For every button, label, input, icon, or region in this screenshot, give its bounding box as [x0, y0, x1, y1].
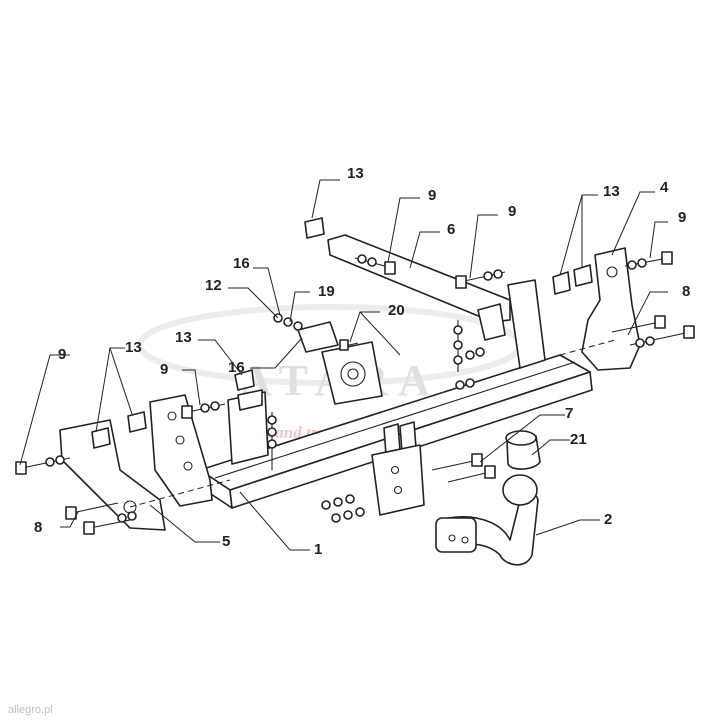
callout-9-left-inner: 9: [160, 361, 168, 378]
callout-16-upper: 16: [233, 255, 250, 272]
callout-13-right: 13: [603, 183, 620, 200]
callout-20: 20: [388, 302, 405, 319]
callout-13-center: 13: [175, 329, 192, 346]
callout-9-far-left: 9: [58, 346, 66, 363]
leader-lines: [19, 179, 668, 551]
callout-2: 2: [604, 511, 612, 528]
part-7-hook-holder: [371, 421, 425, 516]
callout-9-far-right: 9: [678, 209, 686, 226]
callout-8-right: 8: [682, 283, 690, 300]
callout-4: 4: [660, 179, 669, 196]
callout-8-left: 8: [34, 519, 42, 536]
callout-13-left: 13: [125, 339, 142, 356]
callout-5: 5: [222, 533, 230, 550]
callout-7: 7: [565, 405, 573, 422]
callout-19: 19: [318, 283, 335, 300]
callout-labels: 13 9 9 6 13 4 9 16 12 19 20 8 13 9 9 13 …: [34, 165, 690, 558]
callout-9-top: 9: [428, 187, 436, 204]
callout-16-lower: 16: [228, 359, 245, 376]
callout-12: 12: [205, 277, 222, 294]
callout-6: 6: [447, 221, 455, 238]
part-2-ball-neck: [435, 474, 539, 566]
callout-21: 21: [570, 431, 587, 448]
part-6-strap: [327, 234, 511, 341]
part-5-left-bracket: [59, 394, 213, 531]
callout-9-upper-right: 9: [508, 203, 516, 220]
part-4-right-bracket: [507, 247, 641, 371]
part-20-socket-plate: [297, 321, 383, 405]
callout-13-top: 13: [347, 165, 364, 182]
part-21-ball-cap: [505, 430, 541, 470]
left-mount-plate: [227, 389, 269, 465]
callout-1: 1: [314, 541, 322, 558]
footer-credit: allegro.pl: [8, 704, 53, 716]
part-13-clips: [91, 217, 593, 449]
fasteners: [15, 251, 695, 535]
